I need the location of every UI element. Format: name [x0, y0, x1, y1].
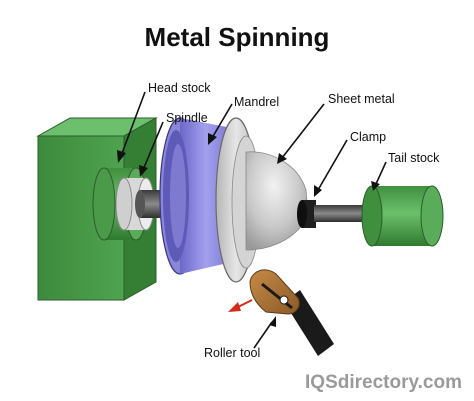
- head-stock-leader: [120, 91, 146, 157]
- tail-stock-leader: [375, 161, 387, 185]
- label-tail-stock: Tail stock: [388, 151, 440, 165]
- head-stock-block: [36, 117, 158, 301]
- tail-stock: [361, 185, 444, 247]
- watermark: IQSdirectory.com: [305, 372, 462, 393]
- clamp-arrowhead: [314, 185, 322, 197]
- mandrel-leader: [211, 103, 233, 139]
- leader-arrowheads: [117, 133, 380, 327]
- sheet-metal-arrowhead: [277, 153, 287, 164]
- label-roller-tool: Roller tool: [204, 346, 260, 360]
- clamp-leader: [317, 139, 348, 191]
- spindle-arrowhead: [139, 165, 148, 177]
- clamp: [297, 200, 316, 228]
- direction-arrow: [228, 299, 253, 312]
- roller-tool-arrowhead: [269, 316, 276, 327]
- spindle-leader: [142, 121, 164, 171]
- leader-lines: [120, 91, 387, 349]
- roller-tool-leader: [253, 321, 273, 349]
- roller-tool: [249, 269, 334, 356]
- sheet-metal-dome: [245, 151, 309, 251]
- label-spindle: Spindle: [166, 111, 208, 125]
- tail-stock-arrowhead: [371, 181, 380, 191]
- label-clamp: Clamp: [350, 130, 386, 144]
- diagram-title: Metal Spinning: [144, 22, 330, 52]
- label-mandrel: Mandrel: [234, 95, 279, 109]
- sheet-metal-leader: [281, 103, 325, 159]
- label-head-stock: Head stock: [148, 81, 211, 95]
- head-stock-arrowhead: [117, 150, 126, 163]
- mandrel-arrowhead: [208, 133, 217, 145]
- label-sheet-metal: Sheet metal: [328, 92, 395, 106]
